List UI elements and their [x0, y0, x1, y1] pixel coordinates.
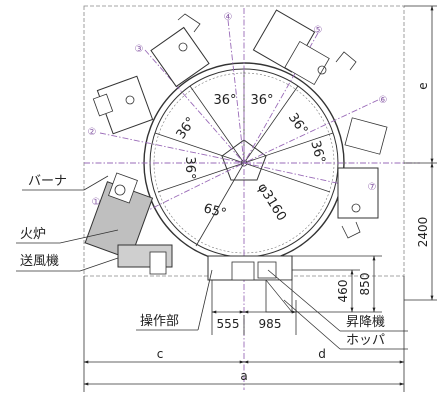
burner-3-unit — [150, 13, 210, 88]
dimension-c-d-a: c d a — [83, 276, 405, 392]
burner-number: ④ — [224, 12, 233, 23]
dimension-e-2400: e 2400 — [404, 5, 437, 301]
dim-d: d — [318, 347, 326, 361]
burner-2-unit — [92, 75, 154, 135]
angle-label: 36° — [250, 93, 273, 108]
burner-number: ③ — [135, 44, 144, 55]
dim-2400: 2400 — [416, 217, 430, 248]
dim-e: e — [416, 82, 430, 89]
dim-555: 555 — [217, 317, 240, 331]
furnace-label: 火炉 — [20, 227, 46, 242]
callouts-bottom-right: 操作部 昇降機 ホッパ — [136, 269, 408, 350]
callouts-left: バーナ 火炉 送風機 — [16, 174, 119, 272]
dim-850: 850 — [358, 273, 372, 296]
lift-hopper-unit — [207, 255, 293, 313]
angle-label: 65° — [202, 201, 228, 221]
burner-number: ② — [88, 127, 97, 138]
dimension-555-985: 555 985 — [211, 280, 297, 335]
burner-number: ⑥ — [379, 95, 388, 106]
burner-5-unit — [252, 9, 357, 86]
angle-labels: 36° 36° 36° 36° 36° 36° 65° — [174, 93, 328, 222]
burner-labels: ① ② ③ ④ ⑤ ⑥ ⑦ — [88, 12, 388, 208]
angle-label: 36° — [307, 139, 327, 165]
hopper-label: ホッパ — [346, 333, 385, 348]
dim-c: c — [157, 347, 164, 361]
burner-number: ⑤ — [314, 25, 323, 36]
burner-label: バーナ — [28, 174, 67, 189]
control-label: 操作部 — [140, 313, 179, 329]
blower-label: 送風機 — [20, 254, 59, 269]
dim-460: 460 — [336, 280, 350, 303]
burner-number: ⑦ — [368, 182, 377, 193]
center-pentagon — [221, 139, 267, 181]
dim-985: 985 — [259, 317, 282, 331]
dimension-460-850: 460 850 — [292, 255, 382, 313]
lift-label: 昇降機 — [346, 315, 385, 330]
burner-7-unit — [337, 117, 388, 239]
dim-a: a — [240, 369, 247, 383]
burner-1-unit — [84, 172, 173, 275]
burner-number: ① — [92, 197, 101, 208]
radial-lines — [154, 70, 334, 247]
angle-label: 36° — [182, 156, 197, 179]
angle-label: 36° — [213, 93, 236, 108]
